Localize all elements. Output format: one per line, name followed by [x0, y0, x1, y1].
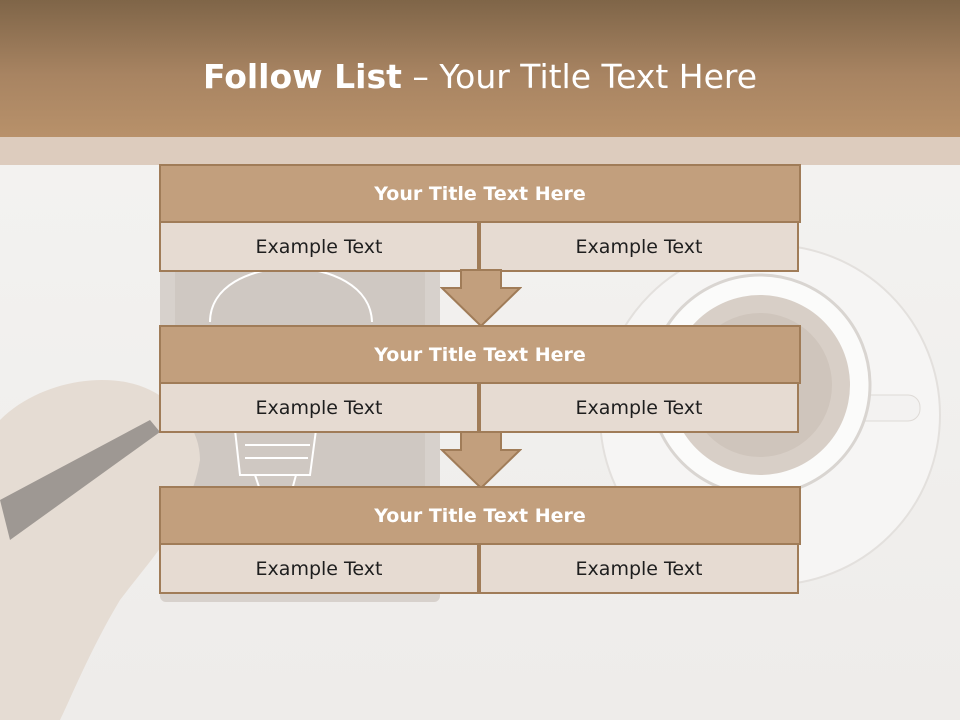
block-cell-left: Example Text	[159, 221, 479, 272]
block-cell-left: Example Text	[159, 543, 479, 594]
down-arrow-icon	[440, 269, 522, 328]
block-cell-right: Example Text	[479, 543, 799, 594]
block-title: Your Title Text Here	[159, 164, 801, 223]
page-title: Follow List – Your Title Text Here	[0, 57, 960, 96]
hand-shape	[0, 380, 200, 720]
pen-shape	[0, 420, 160, 540]
block-cell-right: Example Text	[479, 382, 799, 433]
block-title: Your Title Text Here	[159, 486, 801, 545]
block-title: Your Title Text Here	[159, 325, 801, 384]
block-cell-left: Example Text	[159, 382, 479, 433]
title-rest: – Your Title Text Here	[401, 57, 758, 96]
down-arrow-icon	[440, 431, 522, 490]
block-cell-right: Example Text	[479, 221, 799, 272]
title-bold: Follow List	[202, 57, 402, 96]
header-bar	[0, 0, 960, 137]
header-band	[0, 137, 960, 165]
